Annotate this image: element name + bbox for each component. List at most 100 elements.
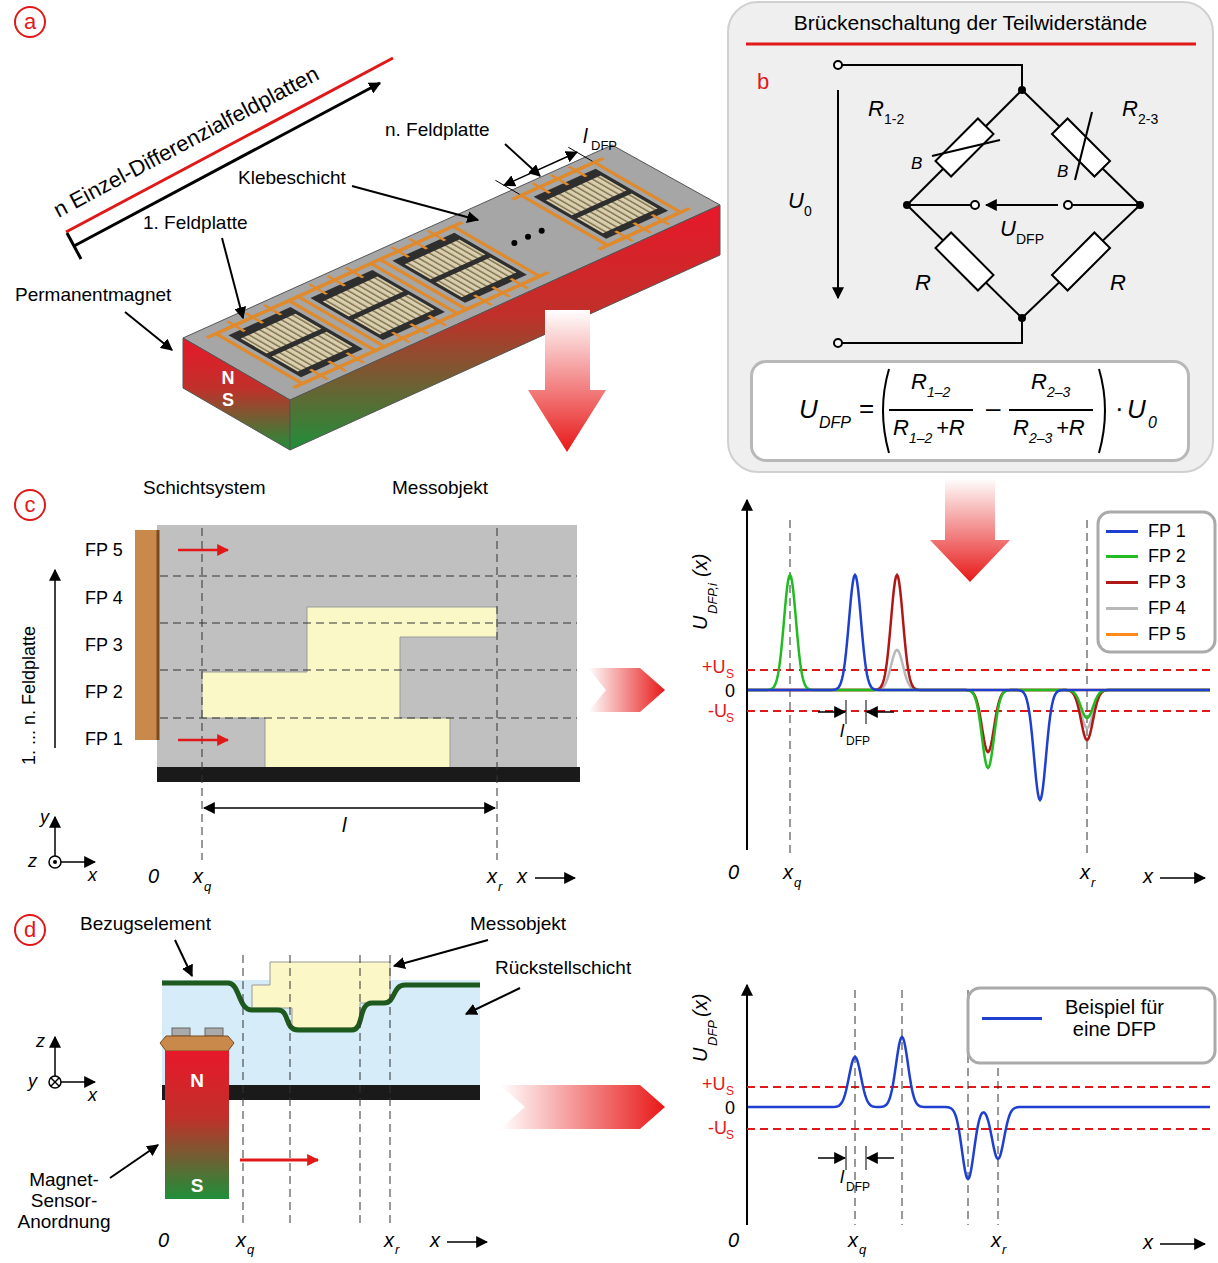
motion-arrow: [178, 739, 228, 742]
dimension-tick: [67, 233, 81, 259]
label: S: [726, 668, 734, 680]
label: Rückstellschicht: [495, 958, 631, 977]
wire: [907, 204, 975, 206]
label: R: [868, 98, 884, 120]
formula-term: +R: [936, 417, 965, 439]
label: Permanentmagnet: [15, 285, 171, 304]
formula-term: 1–2: [909, 431, 932, 445]
label: 1. Feldplatte: [143, 213, 248, 232]
lead-pin: [410, 239, 427, 249]
label: x: [487, 866, 497, 886]
label: DFP: [706, 1020, 719, 1046]
legend-line: [1106, 581, 1138, 584]
track-line: [160, 576, 577, 577]
leader-arrow: [222, 238, 243, 318]
order-arrow: [54, 570, 56, 748]
reference-element: [162, 983, 480, 1030]
motion-arrow: [178, 549, 228, 552]
label: R: [1110, 272, 1126, 294]
terminal: [834, 61, 842, 69]
lead-pin: [492, 287, 509, 297]
leader-arrow: [110, 1145, 158, 1178]
formula-term: 0: [1148, 415, 1157, 431]
legend-entry: Beispiel für eine DFP: [982, 996, 1177, 1040]
legend-text: FP 4: [1148, 599, 1186, 619]
label: q: [859, 1243, 866, 1256]
label: FP 1: [85, 730, 123, 748]
label: R: [1122, 98, 1138, 120]
lead-pin: [410, 324, 427, 334]
lead-pin: [246, 313, 263, 323]
label: a: [24, 11, 36, 33]
label: 0: [158, 1230, 169, 1250]
sensor-carrier: [160, 1036, 234, 1051]
label: l: [583, 126, 587, 146]
voltage-arrow: [837, 90, 839, 298]
label: +U: [702, 1075, 726, 1093]
lead-pin: [511, 279, 528, 289]
label: l: [840, 1168, 844, 1186]
measuring-object: [202, 607, 497, 768]
axis-arrow: [1160, 877, 1205, 879]
flow-arrow: [588, 668, 665, 712]
label: x: [88, 1086, 97, 1104]
resistor-symbol: [1052, 233, 1110, 291]
ellipsis-dot: [539, 228, 545, 234]
circuit-panel: Brückenschaltung der TeilwiderständeUDFP…: [728, 2, 1213, 472]
legend-line: [1106, 607, 1138, 610]
label: DFP: [846, 1181, 870, 1193]
axis-arrow: [61, 1081, 95, 1083]
wire: [1022, 205, 1140, 318]
label: c: [25, 494, 36, 516]
label: b: [757, 71, 769, 93]
legend-entry: FP 5: [1106, 625, 1186, 645]
legend-line: [1106, 555, 1138, 558]
flow-arrow: [500, 1085, 665, 1129]
label: r: [1002, 1243, 1006, 1256]
junction-dot: [903, 201, 911, 209]
label: n. Feldplatte: [385, 120, 490, 139]
base-layer: [157, 767, 580, 782]
fraction-bar: [889, 409, 973, 411]
axis-symbol: [53, 860, 57, 864]
formula-term: R: [1013, 417, 1029, 439]
wire: [1022, 90, 1140, 205]
lead-pin: [391, 247, 408, 257]
ellipsis-dot: [525, 234, 531, 240]
formula-term: +R: [1056, 417, 1085, 439]
lead-pin: [533, 183, 550, 193]
axis-arrow: [54, 817, 56, 856]
label: Magnet-Sensor-Anordnung: [8, 1170, 120, 1233]
fraction-bar: [1009, 409, 1093, 411]
legend-text: FP 1: [1148, 522, 1186, 542]
label: x: [1143, 866, 1153, 886]
label: x: [1143, 1232, 1153, 1252]
label: N: [222, 369, 235, 387]
voltage-arrow: [986, 204, 1058, 206]
label: B: [1057, 163, 1068, 180]
legend-text: FP 2: [1148, 547, 1186, 567]
label: n Einzel-Differenzialfeldplatten: [50, 63, 322, 222]
axis-arrow: [447, 1241, 487, 1243]
lead-pin: [615, 231, 632, 241]
label: -U: [708, 1119, 727, 1137]
formula-term: R: [893, 417, 909, 439]
junction-dot: [1018, 314, 1026, 322]
legend-box: [1098, 512, 1215, 652]
label: l: [342, 815, 346, 835]
axis-arrow: [535, 877, 575, 879]
label: S: [191, 1176, 204, 1195]
leader-arrow: [175, 940, 192, 976]
axis-line: [746, 985, 748, 1225]
wire: [907, 90, 1022, 205]
reference-line: [390, 955, 391, 1225]
legend-entry: FP 4: [1106, 599, 1186, 619]
threshold-line: [747, 1086, 1210, 1088]
wire: [1068, 204, 1140, 206]
lead-pin: [264, 305, 281, 315]
permanent-magnet: [165, 1051, 229, 1199]
panel-marker: [15, 915, 45, 945]
label: DFP: [846, 735, 870, 747]
lead-pin: [551, 175, 568, 185]
